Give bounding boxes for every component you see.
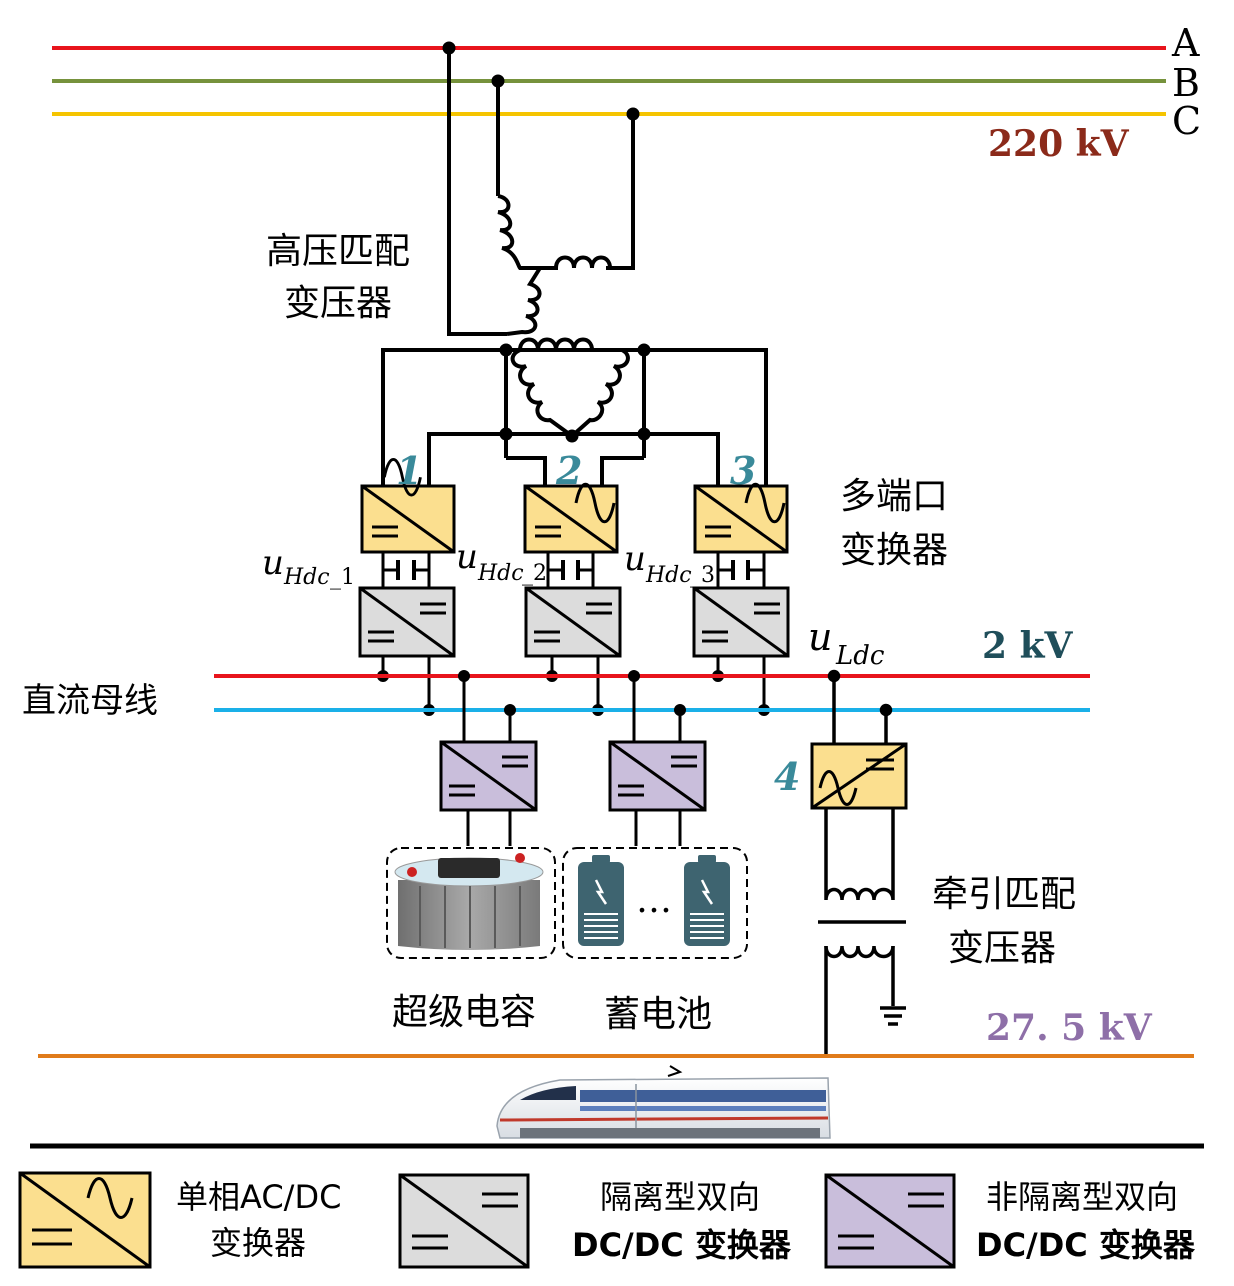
coil-upper: [497, 194, 540, 270]
traction-voltage-label: 27. 5 kV: [986, 1007, 1153, 1049]
junction-dot-4: [637, 427, 651, 441]
battery-icon: [684, 855, 730, 946]
legend-iso-line1: 隔离型双向: [600, 1178, 760, 1216]
supercapacitor: [386, 847, 556, 959]
wire-phase-a: [447, 48, 507, 336]
iso-dcdc-converter-2: [524, 586, 622, 658]
legend-icon-noniso-dcdc: [824, 1173, 956, 1269]
dc-voltage-label: 2 kV: [982, 625, 1074, 667]
acdc-converter-1: [360, 458, 456, 554]
wire-conv2-right: [600, 456, 644, 486]
battery-label: 蓄电池: [604, 994, 712, 1035]
acdc-converter-3: [693, 482, 789, 554]
legend-icon-acdc: [18, 1171, 152, 1269]
multiport-converters: [358, 458, 790, 716]
wire-inner-right: [644, 432, 720, 486]
dc-link-capacitors: [381, 552, 766, 588]
svg-text:u: u: [808, 615, 832, 659]
legend-icon-iso-dcdc: [398, 1173, 530, 1269]
legend-iso-line2: DC/DC 变换器: [572, 1226, 792, 1264]
converter-number-1: 1: [396, 448, 422, 493]
traction-transformer-label-line2: 变压器: [948, 928, 1056, 969]
legend: [18, 1171, 956, 1269]
delta-coil-right: [570, 348, 630, 438]
hv-matching-transformer: [381, 41, 768, 486]
dc-bus: [214, 674, 1090, 712]
converter-number-3: 3: [730, 448, 756, 493]
wire-conv2-left: [506, 456, 547, 486]
svg-text:u: u: [262, 543, 284, 583]
svg-text:Hdc: Hdc: [283, 565, 330, 590]
uldc-label: u Ldc: [808, 615, 885, 671]
hv-voltage-label: 220 kV: [988, 123, 1130, 165]
battery-ellipsis: …: [636, 880, 672, 921]
hv-transformer-label-line1: 高压匹配: [266, 231, 410, 272]
wire-out-right-outer: [644, 348, 768, 486]
coil-right: [540, 255, 613, 270]
traction-secondary-coil: [824, 945, 895, 959]
svg-text:_3: _3: [690, 563, 715, 588]
converter-number-4: 4: [774, 754, 800, 799]
uhdc-label-1: u Hdc _1: [262, 543, 355, 590]
high-speed-train: [496, 1065, 831, 1139]
wire-phase-c: [606, 114, 635, 270]
phase-b-label: B: [1172, 61, 1200, 105]
junction-dot-1: [499, 343, 513, 357]
svg-text:Ldc: Ldc: [835, 641, 885, 671]
svg-text:u: u: [456, 537, 478, 577]
noniso-dcdc-converter-1: [439, 740, 538, 812]
legend-noniso-line2: DC/DC 变换器: [976, 1226, 1196, 1264]
storage-converters: [439, 670, 707, 846]
multiport-label-line1: 多端口: [840, 476, 948, 517]
acdc-converter-4: [810, 742, 908, 810]
three-phase-lines: [52, 46, 1166, 116]
legend-noniso-line1: 非隔离型双向: [986, 1178, 1178, 1216]
supercap-label: 超级电容: [392, 992, 536, 1033]
coil-lower: [506, 266, 542, 336]
hv-transformer-label-line2: 变压器: [284, 283, 392, 324]
dc-bus-taps: [377, 656, 770, 716]
traction-primary-coil: [824, 878, 895, 901]
multiport-label-line2: 变换器: [840, 530, 948, 571]
svg-text:Hdc: Hdc: [645, 563, 692, 588]
legend-acdc-line1: 单相AC/DC: [176, 1178, 341, 1216]
legend-acdc-line2: 变换器: [210, 1224, 306, 1262]
battery-pack: …: [562, 847, 748, 959]
traction-branch: [810, 669, 908, 1056]
acdc-converter-2: [523, 482, 619, 554]
iso-dcdc-converter-3: [692, 586, 790, 658]
junction-dot-5: [565, 429, 579, 443]
phase-a-label: A: [1171, 21, 1200, 65]
wire-inner-left: [427, 432, 506, 486]
svg-text:_2: _2: [522, 561, 547, 586]
ground-symbol: [880, 1006, 906, 1026]
junction-dot-2: [637, 343, 651, 357]
battery-icon: [578, 855, 624, 946]
noniso-dcdc-converter-2: [608, 740, 707, 812]
iso-dcdc-converter-1: [358, 586, 456, 658]
converter-number-2: 2: [555, 448, 582, 493]
dc-bus-label: 直流母线: [22, 681, 158, 721]
traction-transformer-label-line1: 牵引匹配: [932, 874, 1076, 915]
svg-text:u: u: [624, 539, 646, 579]
uhdc-label-2: u Hdc _2: [456, 537, 547, 586]
wire-out-left-outer: [381, 348, 506, 486]
svg-text:Hdc: Hdc: [477, 561, 524, 586]
junction-dot-3: [499, 427, 513, 441]
phase-c-label: C: [1172, 99, 1201, 143]
svg-text:_1: _1: [330, 565, 355, 590]
delta-coil-left: [510, 348, 574, 438]
uhdc-label-3: u Hdc _3: [624, 539, 715, 588]
